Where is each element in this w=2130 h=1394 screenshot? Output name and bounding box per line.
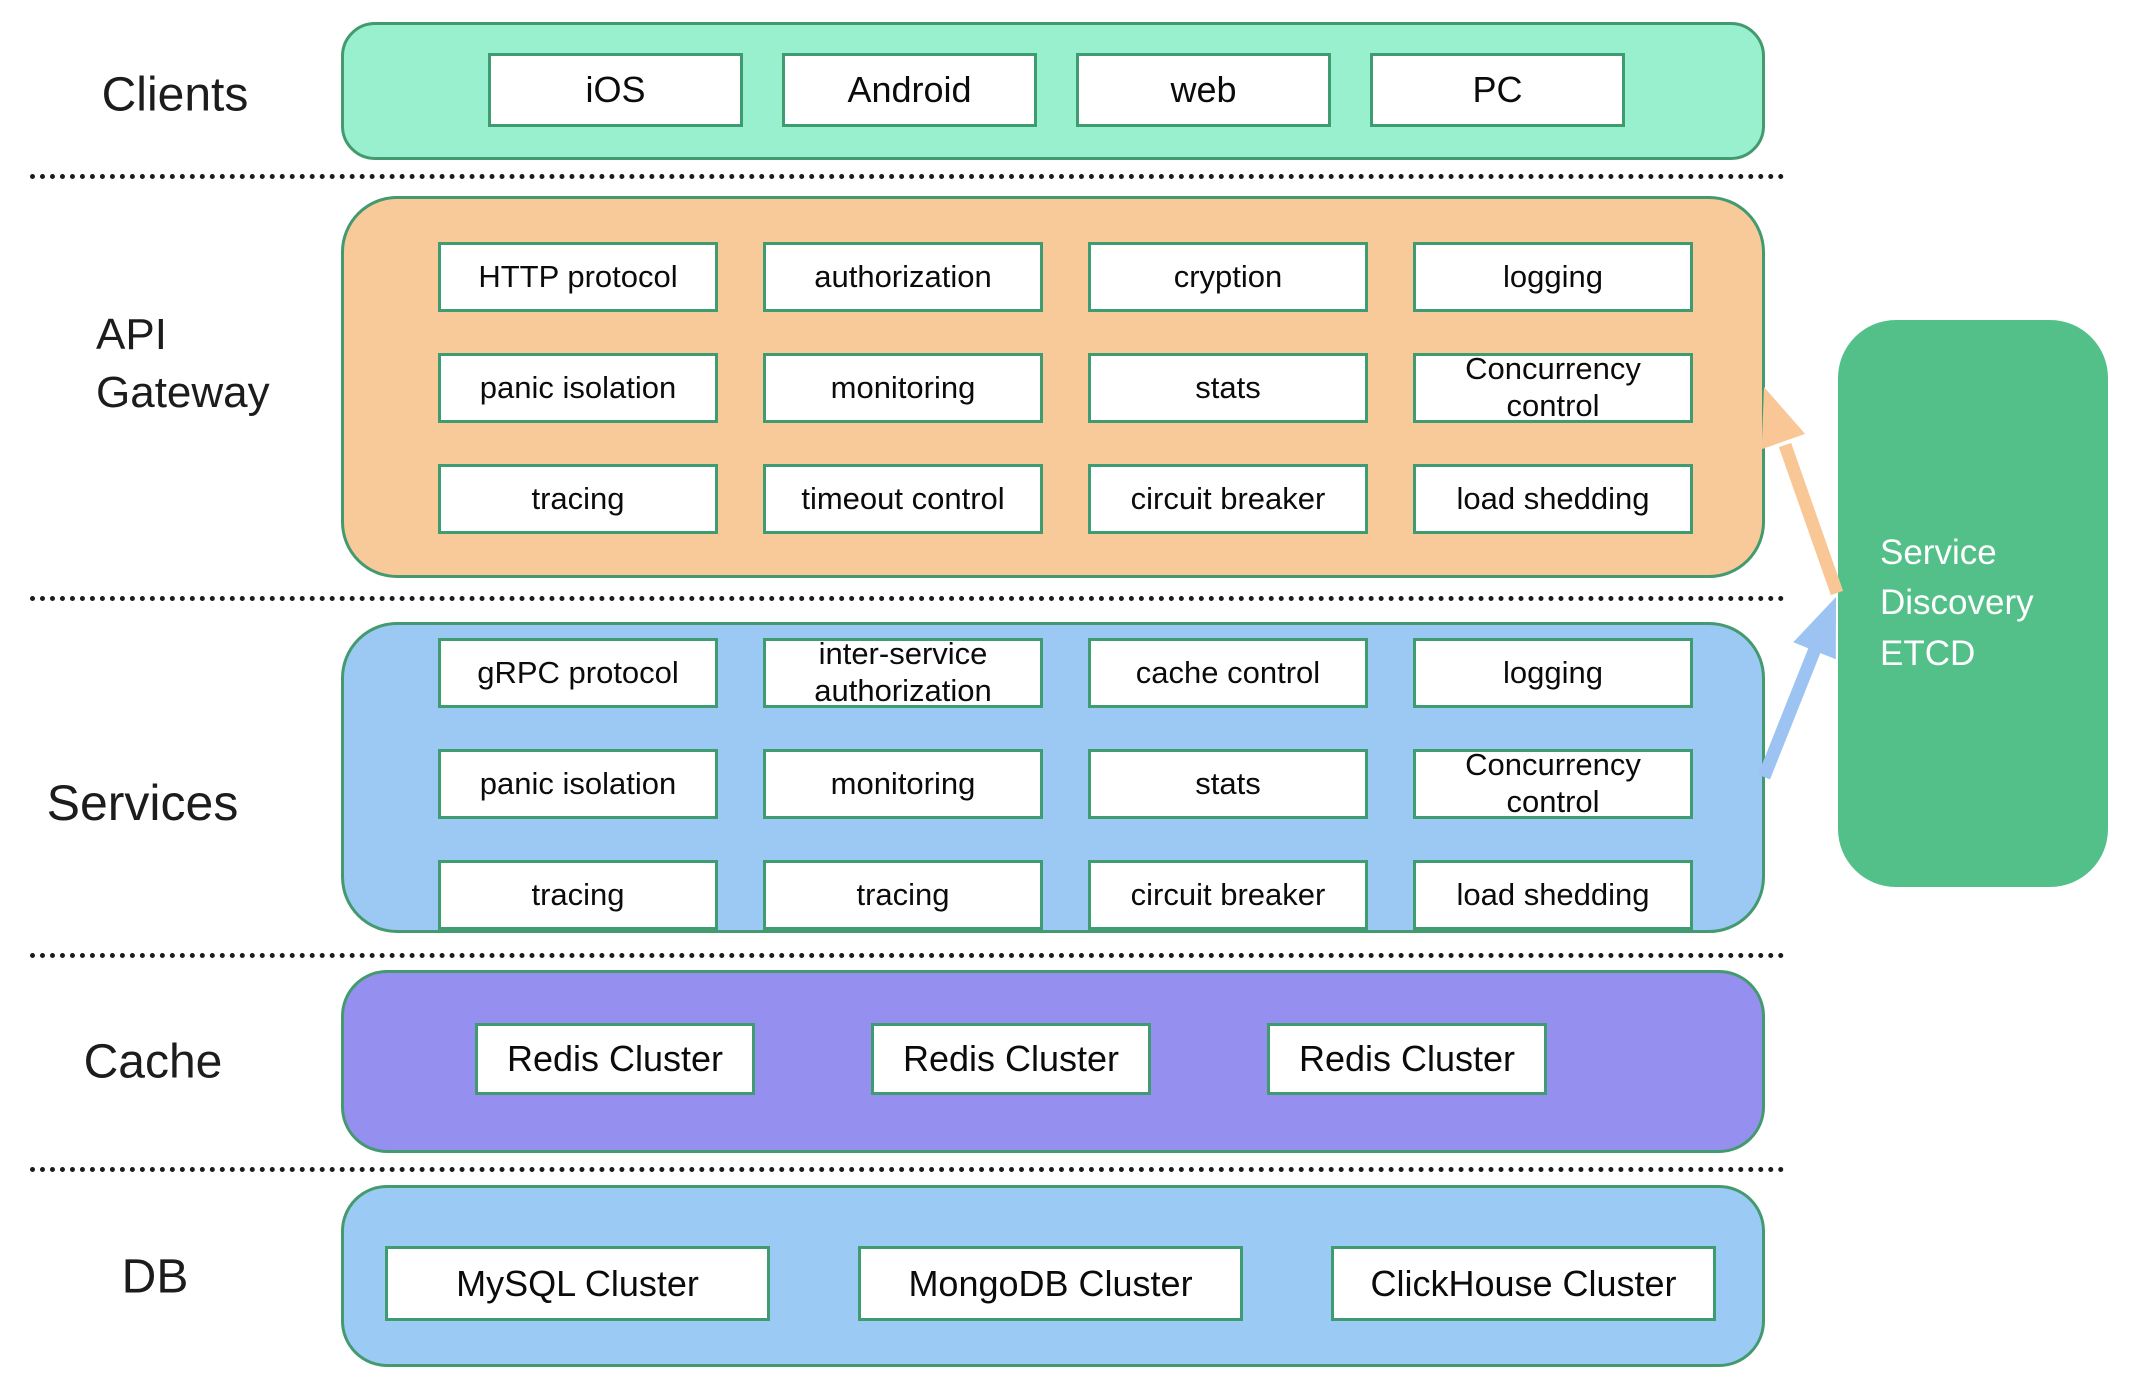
layer-label-api-gateway: API Gateway [96, 309, 270, 417]
service-discovery-etcd-label: Service Discovery ETCD [1880, 532, 2034, 673]
db-cluster-box: MongoDB Cluster [858, 1246, 1243, 1321]
services-feature-box: monitoring [763, 749, 1043, 819]
api-gateway-feature-box: panic isolation [438, 353, 718, 423]
client-box: web [1076, 53, 1331, 127]
divider-cache-db [30, 1167, 1785, 1172]
client-box: Android [782, 53, 1037, 127]
layer-label-cache: Cache [83, 1035, 223, 1089]
layer-label-services: Services [46, 775, 239, 831]
services-feature-box: gRPC protocol [438, 638, 718, 708]
divider-services-cache [30, 953, 1785, 958]
api-gateway-feature-box: Concurrency control [1413, 351, 1693, 423]
api-gateway-feature-box: tracing [438, 464, 718, 534]
clients-boxes: iOS Android web PC [488, 53, 1625, 127]
client-box: PC [1370, 53, 1625, 127]
api-gateway-band: HTTP protocol authorization cryption loggin… [341, 196, 1765, 578]
services-feature-box: tracing [438, 860, 718, 930]
services-feature-box: cache control [1088, 638, 1368, 708]
api-gateway-feature-box: authorization [763, 242, 1043, 312]
arrow-services-to-etcd-shaft [1757, 646, 1822, 780]
cache-cluster-box: Redis Cluster [871, 1023, 1151, 1095]
db-boxes: MySQL Cluster MongoDB Cluster ClickHouse C… [385, 1246, 1716, 1321]
api-gateway-feature-box: circuit breaker [1088, 464, 1368, 534]
layer-label-clients: Clients [101, 68, 249, 122]
db-cluster-box: ClickHouse Cluster [1331, 1246, 1716, 1321]
cache-cluster-box: Redis Cluster [475, 1023, 755, 1095]
services-feature-box: tracing [763, 860, 1043, 930]
services-feature-box: inter-service authorization [763, 636, 1043, 708]
api-gateway-feature-grid: HTTP protocol authorization cryption loggin… [438, 242, 1693, 534]
cache-cluster-box: Redis Cluster [1267, 1023, 1547, 1095]
clients-band: iOS Android web PC [341, 22, 1765, 160]
api-gateway-feature-box: timeout control [763, 464, 1043, 534]
cache-boxes: Redis Cluster Redis Cluster Redis Cluster [475, 1023, 1547, 1095]
services-feature-grid: gRPC protocol inter-service authorization… [438, 636, 1693, 930]
services-feature-box: circuit breaker [1088, 860, 1368, 930]
services-band: gRPC protocol inter-service authorization… [341, 622, 1765, 933]
layer-label-db: DB [121, 1250, 189, 1304]
api-gateway-feature-box: stats [1088, 353, 1368, 423]
api-gateway-feature-box: load shedding [1413, 464, 1693, 534]
arrow-services-to-etcd-head [1793, 597, 1836, 660]
services-feature-box: stats [1088, 749, 1368, 819]
api-gateway-feature-box: monitoring [763, 353, 1043, 423]
client-box: iOS [488, 53, 743, 127]
api-gateway-feature-box: logging [1413, 242, 1693, 312]
cache-band: Redis Cluster Redis Cluster Redis Cluster [341, 970, 1765, 1153]
api-gateway-feature-box: HTTP protocol [438, 242, 718, 312]
divider-clients-api [30, 174, 1785, 179]
db-band: MySQL Cluster MongoDB Cluster ClickHouse C… [341, 1185, 1765, 1367]
arrow-etcd-to-api-gateway-shaft [1778, 442, 1844, 596]
api-gateway-feature-box: cryption [1088, 242, 1368, 312]
divider-api-services [30, 596, 1785, 601]
arrow-services-to-etcd [1757, 597, 1836, 780]
service-discovery-etcd-box: Service Discovery ETCD [1838, 320, 2108, 887]
services-feature-box: Concurrency control [1413, 747, 1693, 819]
services-feature-box: load shedding [1413, 860, 1693, 930]
services-feature-box: logging [1413, 638, 1693, 708]
services-feature-box: panic isolation [438, 749, 718, 819]
arrow-etcd-to-api-gateway-head [1761, 387, 1806, 450]
arrow-etcd-to-api-gateway [1761, 387, 1844, 596]
db-cluster-box: MySQL Cluster [385, 1246, 770, 1321]
